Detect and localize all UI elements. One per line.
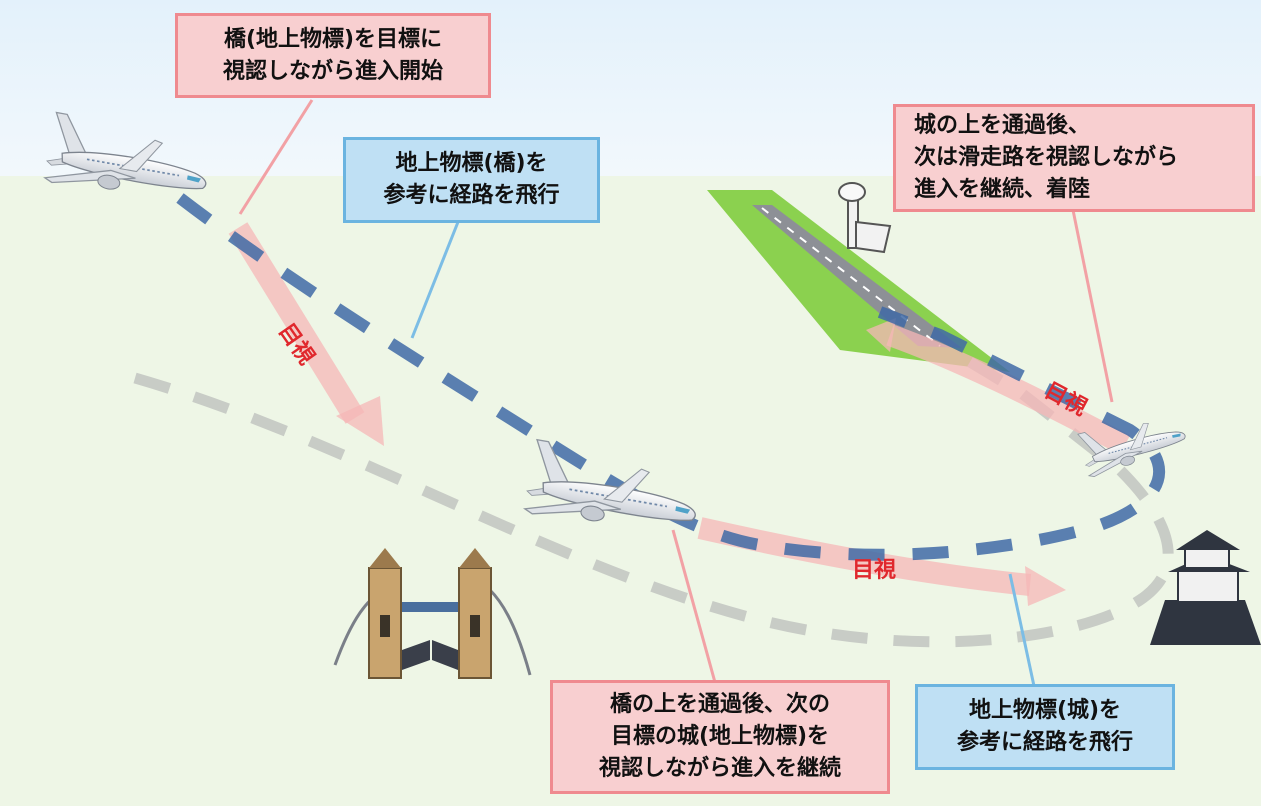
callout-line: 視認しながら進入開始 xyxy=(222,58,443,84)
callout-line: 視認しながら進入を継続 xyxy=(598,756,841,781)
callout-fly-bridge: 地上物標(橋)を 参考に経路を飛行 xyxy=(343,137,600,223)
visual-label-castle: 目視 xyxy=(852,558,896,583)
callout-line: 次は滑走路を視認しながら xyxy=(914,145,1179,170)
callout-line: 城の上を通過後、 xyxy=(914,113,1091,138)
runway-icon xyxy=(707,190,1010,372)
callout-line: 参考に経路を飛行 xyxy=(383,183,560,208)
control-tower-icon xyxy=(838,182,892,254)
callout-fly-castle: 地上物標(城)を 参考に経路を飛行 xyxy=(915,684,1175,770)
bridge-icon xyxy=(333,548,532,679)
castle-icon xyxy=(1150,530,1261,645)
callout-after-bridge: 橋の上を通過後、次の 目標の城(地上物標)を 視認しながら進入を継続 xyxy=(550,680,890,794)
callout-line: 橋(地上物標)を目標に xyxy=(223,26,443,52)
callout-line: 地上物標(城)を xyxy=(968,698,1122,723)
callout-landing: 城の上を通過後、 次は滑走路を視認しながら 進入を継続、着陸 xyxy=(893,104,1255,212)
leader-lines xyxy=(238,99,1114,687)
ground-reference-route xyxy=(133,345,1174,648)
callout-line: 進入を継続、着陸 xyxy=(914,177,1091,202)
callout-line: 参考に経路を飛行 xyxy=(956,730,1133,755)
callout-line: 地上物標(橋)を xyxy=(395,151,548,176)
callout-approach-start: 橋(地上物標)を目標に 視認しながら進入開始 xyxy=(175,13,491,98)
visual-arrow-runway xyxy=(866,318,1131,455)
flight-route xyxy=(176,193,1165,561)
callout-line: 目標の城(地上物標)を xyxy=(610,724,830,749)
callout-line: 橋の上を通過後、次の xyxy=(609,692,830,717)
